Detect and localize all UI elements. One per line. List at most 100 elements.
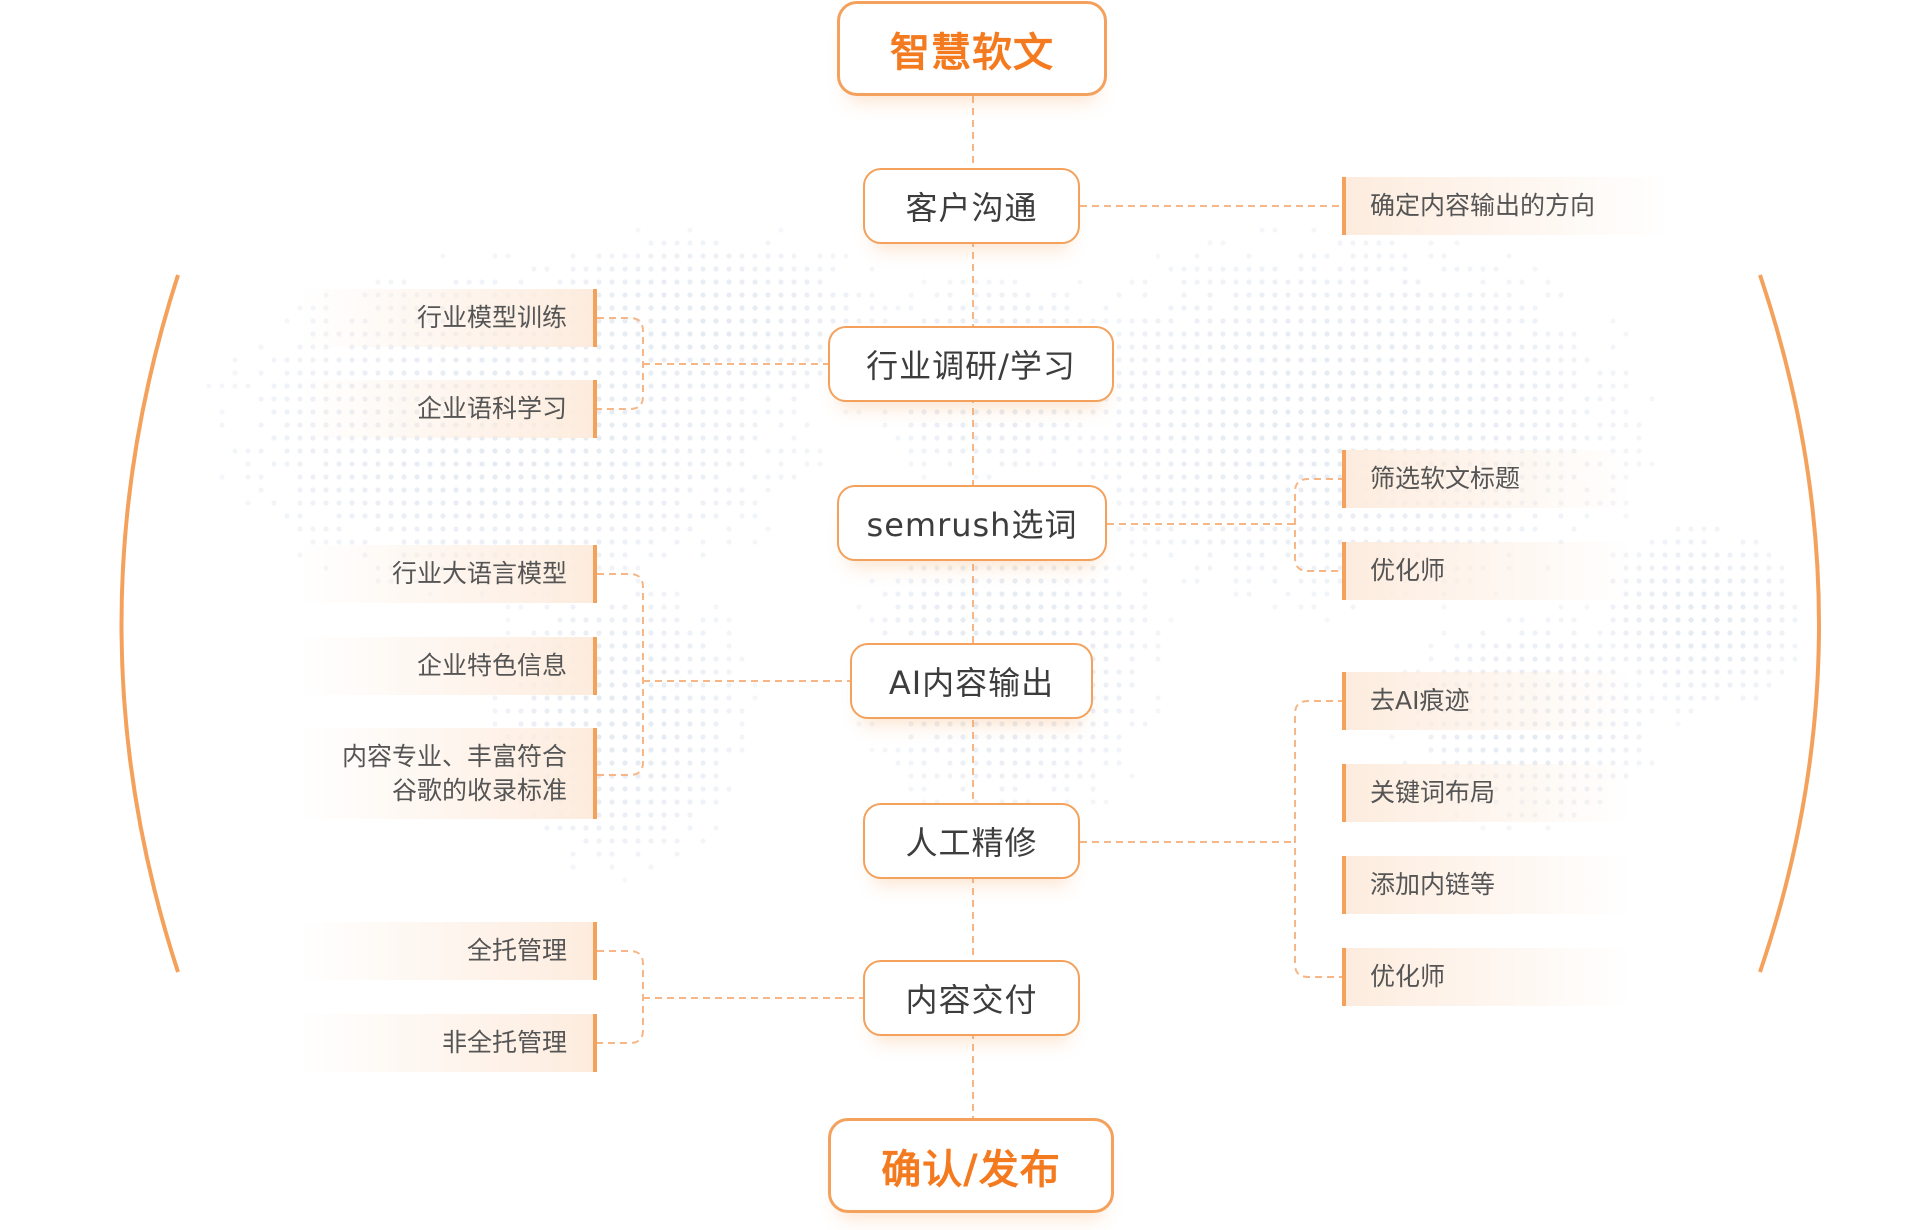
map-dot	[570, 513, 576, 519]
map-dot	[960, 318, 966, 324]
map-dot	[869, 617, 875, 623]
map-dot	[739, 500, 745, 506]
map-dot	[1116, 734, 1122, 740]
map-dot	[1701, 656, 1707, 662]
map-dot	[1129, 630, 1135, 636]
map-dot	[674, 630, 680, 636]
map-dot	[713, 305, 719, 311]
map-dot	[739, 253, 745, 259]
map-dot	[1116, 383, 1122, 389]
map-dot	[388, 461, 394, 467]
map-dot	[921, 760, 927, 766]
map-dot	[596, 669, 602, 675]
map-dot	[1064, 617, 1070, 623]
map-dot	[648, 760, 654, 766]
map-dot	[1740, 552, 1746, 558]
map-dot	[674, 734, 680, 740]
map-dot	[1142, 643, 1148, 649]
map-dot	[921, 409, 927, 415]
map-dot	[726, 422, 732, 428]
map-dot	[713, 292, 719, 298]
map-dot	[947, 318, 953, 324]
map-dot	[323, 357, 329, 363]
map-dot	[258, 344, 264, 350]
map-dot	[635, 513, 641, 519]
bottom-node: 确认/发布	[828, 1118, 1114, 1213]
map-dot	[336, 526, 342, 532]
map-dot	[1012, 760, 1018, 766]
map-dot	[1636, 669, 1642, 675]
map-dot	[1129, 656, 1135, 662]
map-dot	[700, 838, 706, 844]
map-dot	[648, 526, 654, 532]
map-dot	[726, 617, 732, 623]
map-dot	[1389, 409, 1395, 415]
map-dot	[1740, 669, 1746, 675]
map-dot	[1311, 409, 1317, 415]
map-dot	[466, 370, 472, 376]
map-dot	[1636, 682, 1642, 688]
map-dot	[609, 422, 615, 428]
map-dot	[648, 331, 654, 337]
map-dot	[375, 500, 381, 506]
map-dot	[1129, 357, 1135, 363]
map-dot	[752, 539, 758, 545]
map-dot	[492, 474, 498, 480]
map-dot	[674, 357, 680, 363]
map-dot	[1376, 305, 1382, 311]
map-dot	[1077, 734, 1083, 740]
map-dot	[1480, 656, 1486, 662]
map-dot	[739, 409, 745, 415]
map-dot	[544, 487, 550, 493]
map-dot	[323, 539, 329, 545]
map-dot	[1480, 292, 1486, 298]
map-dot	[1259, 448, 1265, 454]
map-dot	[1142, 435, 1148, 441]
map-dot	[518, 513, 524, 519]
map-dot	[765, 396, 771, 402]
map-dot	[622, 617, 628, 623]
map-dot	[1272, 448, 1278, 454]
map-dot	[609, 461, 615, 467]
map-dot	[1766, 630, 1772, 636]
map-dot	[856, 721, 862, 727]
map-dot	[1207, 383, 1213, 389]
map-dot	[1376, 396, 1382, 402]
map-dot	[518, 474, 524, 480]
map-dot	[323, 526, 329, 532]
map-dot	[986, 565, 992, 571]
map-dot	[1558, 656, 1564, 662]
map-dot	[401, 487, 407, 493]
map-dot	[544, 695, 550, 701]
map-dot	[401, 370, 407, 376]
map-dot	[752, 682, 758, 688]
map-dot	[1129, 565, 1135, 571]
map-dot	[1064, 422, 1070, 428]
map-dot	[1519, 747, 1525, 753]
map-dot	[1090, 474, 1096, 480]
map-dot	[1480, 318, 1486, 324]
map-dot	[804, 305, 810, 311]
map-dot	[1350, 292, 1356, 298]
map-dot	[765, 318, 771, 324]
map-dot	[596, 318, 602, 324]
map-dot	[804, 461, 810, 467]
map-dot	[1077, 760, 1083, 766]
map-dot	[1220, 422, 1226, 428]
map-dot	[1493, 734, 1499, 740]
map-dot	[1025, 734, 1031, 740]
map-dot	[1337, 331, 1343, 337]
map-dot	[388, 448, 394, 454]
map-dot	[258, 396, 264, 402]
map-dot	[1207, 565, 1213, 571]
map-dot	[1311, 435, 1317, 441]
map-dot	[648, 786, 654, 792]
map-dot	[453, 487, 459, 493]
map-dot	[1207, 292, 1213, 298]
map-dot	[531, 695, 537, 701]
map-dot	[1441, 604, 1447, 610]
map-dot	[661, 292, 667, 298]
map-dot	[713, 721, 719, 727]
map-dot	[713, 266, 719, 272]
